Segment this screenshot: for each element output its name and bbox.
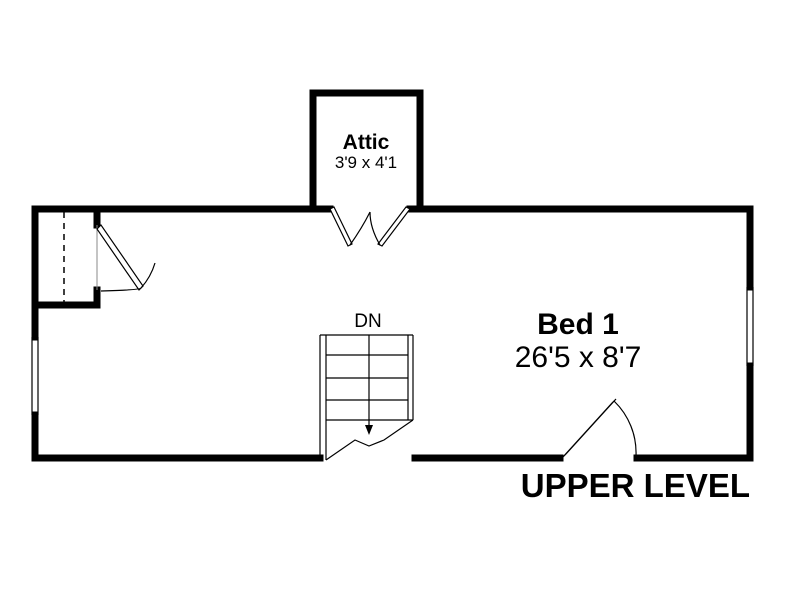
bed1-room-dimensions: 26'5 x 8'7: [515, 341, 642, 374]
exterior-walls: [31, 205, 754, 462]
stairs: [319, 334, 414, 461]
attic-room-name: Attic: [343, 131, 390, 154]
bedroom-door: [561, 398, 637, 459]
closet: [31, 205, 101, 309]
window-left: [31, 337, 39, 415]
window-right: [746, 287, 754, 366]
stairs-direction-label: DN: [354, 311, 381, 332]
attic-door: [329, 206, 411, 247]
attic-walls: [309, 89, 424, 213]
level-title: UPPER LEVEL: [521, 467, 750, 504]
closet-door: [96, 224, 156, 292]
bed1-room-name: Bed 1: [537, 308, 619, 341]
attic-room-dimensions: 3'9 x 4'1: [335, 153, 397, 172]
